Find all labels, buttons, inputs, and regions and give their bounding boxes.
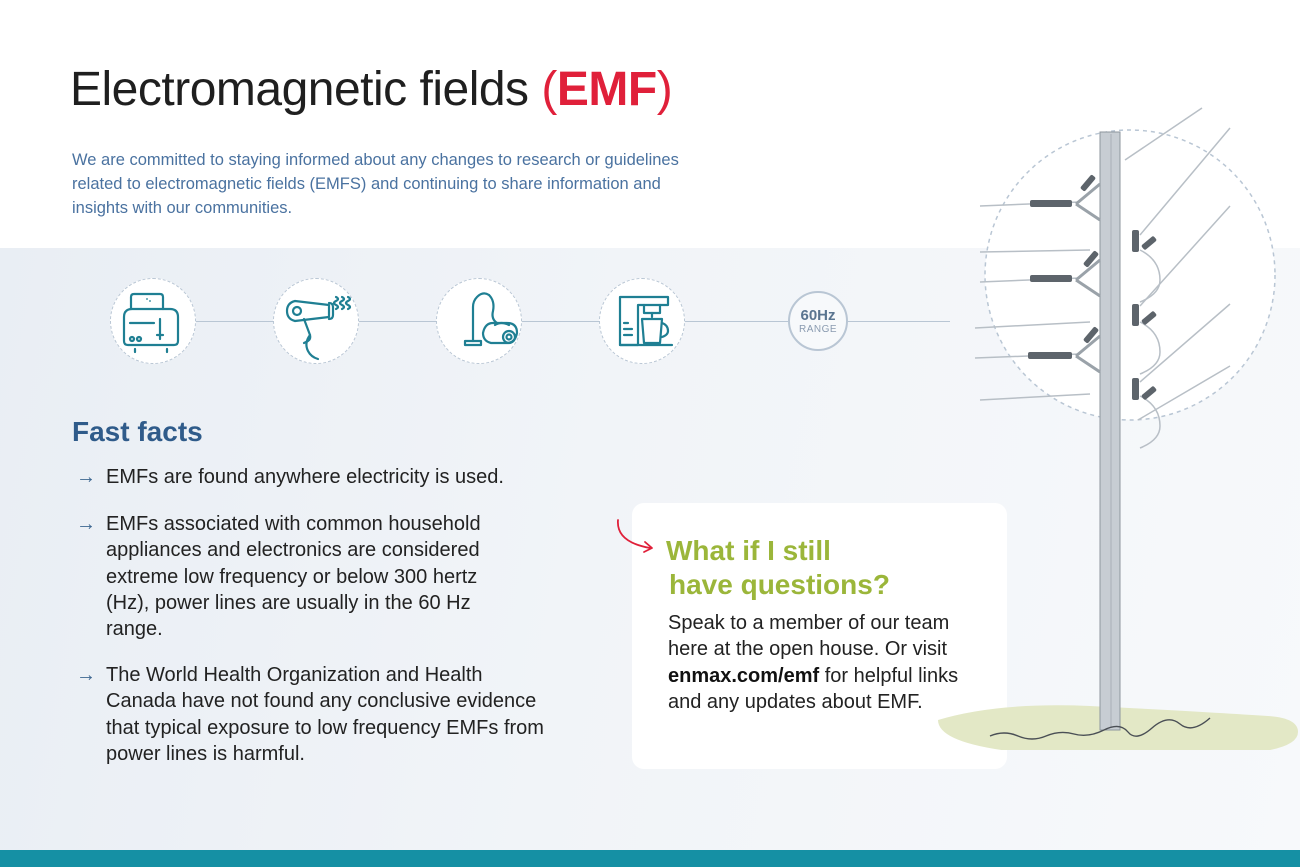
title-close-paren: ) bbox=[656, 63, 673, 116]
questions-heading-line1: What if I still bbox=[666, 535, 831, 566]
hair-dryer-icon bbox=[273, 278, 359, 364]
fact-text: EMFs associated with common household ap… bbox=[106, 513, 481, 641]
title-accent: EMF bbox=[556, 63, 657, 116]
fact-item-2: → EMFs associated with common household … bbox=[72, 511, 506, 642]
frequency-value: 60Hz bbox=[800, 307, 836, 324]
fact-item-3: → The World Health Organization and Heal… bbox=[72, 662, 546, 767]
frequency-range-badge: 60Hz RANGE bbox=[788, 291, 848, 351]
power-pole-icon bbox=[938, 107, 1298, 750]
arrow-right-icon: → bbox=[76, 466, 96, 488]
questions-heading: What if I still have questions? bbox=[666, 534, 966, 602]
vacuum-cleaner-icon bbox=[436, 278, 522, 364]
toaster-icon bbox=[110, 278, 196, 364]
curved-arrow-icon bbox=[617, 519, 653, 553]
fact-item-1: → EMFs are found anywhere electricity is… bbox=[72, 464, 566, 490]
coffee-maker-icon bbox=[599, 278, 685, 364]
emf-website-link[interactable]: enmax.com/emf bbox=[668, 664, 820, 687]
appliance-connector-line bbox=[150, 321, 950, 322]
arrow-right-icon: → bbox=[76, 513, 96, 535]
questions-body: Speak to a member of our team here at th… bbox=[668, 610, 988, 715]
fact-text: The World Health Organization and Health… bbox=[106, 664, 544, 765]
intro-text: We are committed to staying informed abo… bbox=[72, 151, 679, 217]
frequency-label: RANGE bbox=[798, 324, 838, 335]
questions-heading-line2: have questions? bbox=[669, 569, 890, 600]
page-title: Electromagnetic fields (EMF) bbox=[70, 62, 673, 117]
questions-body-text: Speak to a member of our team here at th… bbox=[668, 612, 950, 661]
questions-body-text-end: for helpful links and any updates about … bbox=[668, 664, 959, 713]
arrow-right-icon: → bbox=[76, 664, 96, 686]
fact-text: EMFs are found anywhere electricity is u… bbox=[106, 466, 504, 488]
title-open-paren: ( bbox=[541, 63, 557, 116]
fast-facts-heading: Fast facts bbox=[72, 416, 203, 447]
footer-bar bbox=[0, 850, 1300, 867]
title-main: Electromagnetic fields bbox=[70, 63, 542, 116]
